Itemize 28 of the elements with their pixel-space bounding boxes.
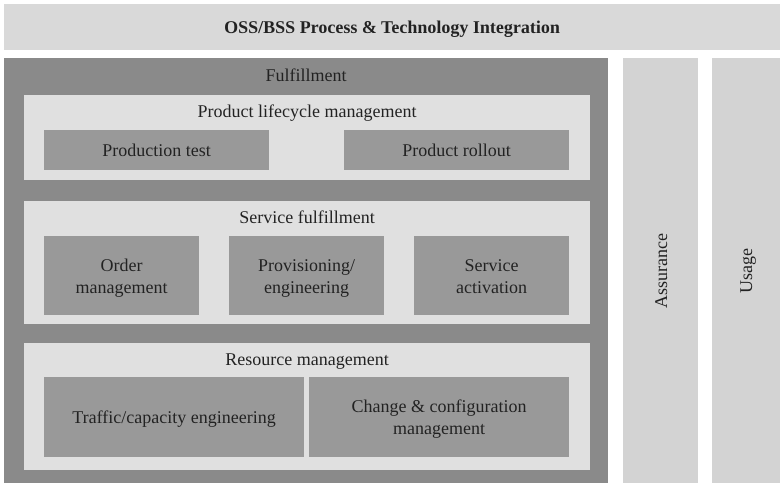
header-band <box>4 4 780 50</box>
box-label: Provisioning/ engineering <box>256 254 356 298</box>
section-title: Resource management <box>224 348 390 370</box>
column-label: Assurance <box>650 233 672 308</box>
process-box <box>44 130 269 170</box>
section-panel <box>24 95 590 180</box>
box-label: Production test <box>101 139 212 161</box>
box-label: Traffic/capacity engineering <box>71 406 277 428</box>
box-label: Order management <box>74 254 168 298</box>
group-panel <box>4 58 608 483</box>
process-box <box>44 377 304 457</box>
header-title: OSS/BSS Process & Technology Integration <box>224 16 560 38</box>
process-box <box>229 236 384 315</box>
section-panel <box>24 201 590 324</box>
section-title: Product lifecycle management <box>196 100 418 122</box>
process-box <box>44 236 199 315</box>
column-label: Usage <box>735 248 757 293</box>
box-label: Change & configuration management <box>350 395 528 439</box>
section-title: Service fulfillment <box>238 206 376 228</box>
group-title: Fulfillment <box>264 64 348 86</box>
section-panel <box>24 343 590 470</box>
side-column <box>712 58 780 483</box>
process-box <box>309 377 569 457</box>
side-column <box>623 58 698 483</box>
box-label: Service activation <box>455 254 528 298</box>
process-box <box>414 236 569 315</box>
box-label: Product rollout <box>401 139 512 161</box>
process-box <box>344 130 569 170</box>
